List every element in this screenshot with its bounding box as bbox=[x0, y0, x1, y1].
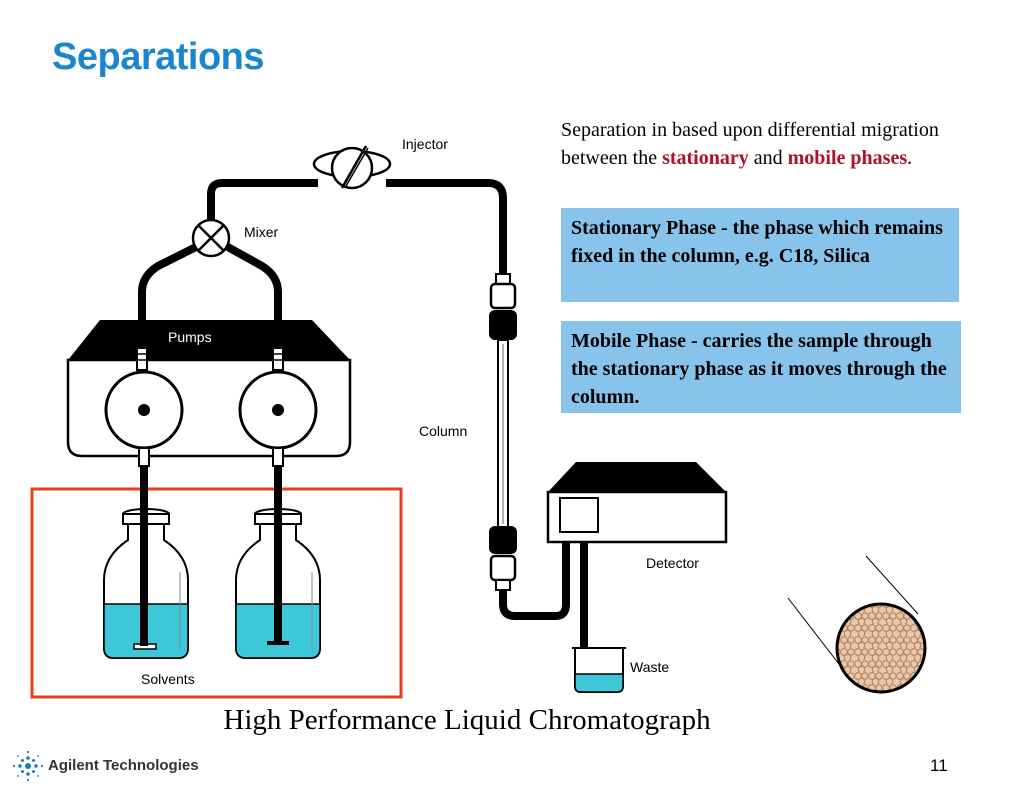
page-number: 11 bbox=[930, 756, 948, 775]
magnify-line-right bbox=[865, 555, 919, 615]
packing-particles-icon bbox=[835, 602, 927, 694]
pump-left-tube bbox=[138, 242, 200, 322]
detector-label: Detector bbox=[646, 555, 699, 571]
waste-label: Waste bbox=[630, 659, 669, 675]
intro-text-1: Separation in based upon differential mi… bbox=[561, 119, 939, 169]
pumps-label: Pumps bbox=[168, 329, 212, 345]
intro-text-3: . bbox=[907, 147, 913, 169]
mobile-phases-highlight: mobile phases bbox=[787, 147, 908, 169]
waste-beaker-icon bbox=[572, 647, 626, 693]
stationary-phase-definition: Stationary Phase - the phase which remai… bbox=[561, 208, 959, 302]
solvents-highlight-box bbox=[30, 487, 403, 699]
intro-text: Separation in based upon differential mi… bbox=[561, 116, 961, 172]
mixer-injector-tube bbox=[207, 179, 318, 222]
injector-label: Injector bbox=[402, 136, 448, 152]
column-detector-tube bbox=[499, 514, 570, 620]
intro-text-2: and bbox=[748, 147, 788, 169]
mixer-icon bbox=[191, 218, 231, 258]
injector-column-tube bbox=[386, 179, 507, 276]
column-label: Column bbox=[419, 423, 467, 439]
diagram-caption: High Performance Liquid Chromatograph bbox=[223, 704, 711, 736]
mixer-label: Mixer bbox=[244, 224, 279, 240]
detector-icon bbox=[546, 462, 728, 544]
magnify-line-left bbox=[787, 597, 843, 669]
slide-title: Separations bbox=[52, 36, 265, 78]
mobile-phase-definition: Mobile Phase - carries the sample throug… bbox=[561, 321, 961, 413]
agilent-spark-logo-icon bbox=[12, 750, 44, 782]
solvents-label: Solvents bbox=[141, 671, 195, 687]
injector-valve-icon bbox=[312, 145, 392, 190]
pumps-unit-icon bbox=[66, 320, 352, 467]
column-icon bbox=[489, 273, 517, 591]
stationary-highlight: stationary bbox=[662, 147, 749, 169]
company-name: Agilent Technologies bbox=[48, 757, 199, 774]
pump-right-tube bbox=[224, 242, 282, 322]
